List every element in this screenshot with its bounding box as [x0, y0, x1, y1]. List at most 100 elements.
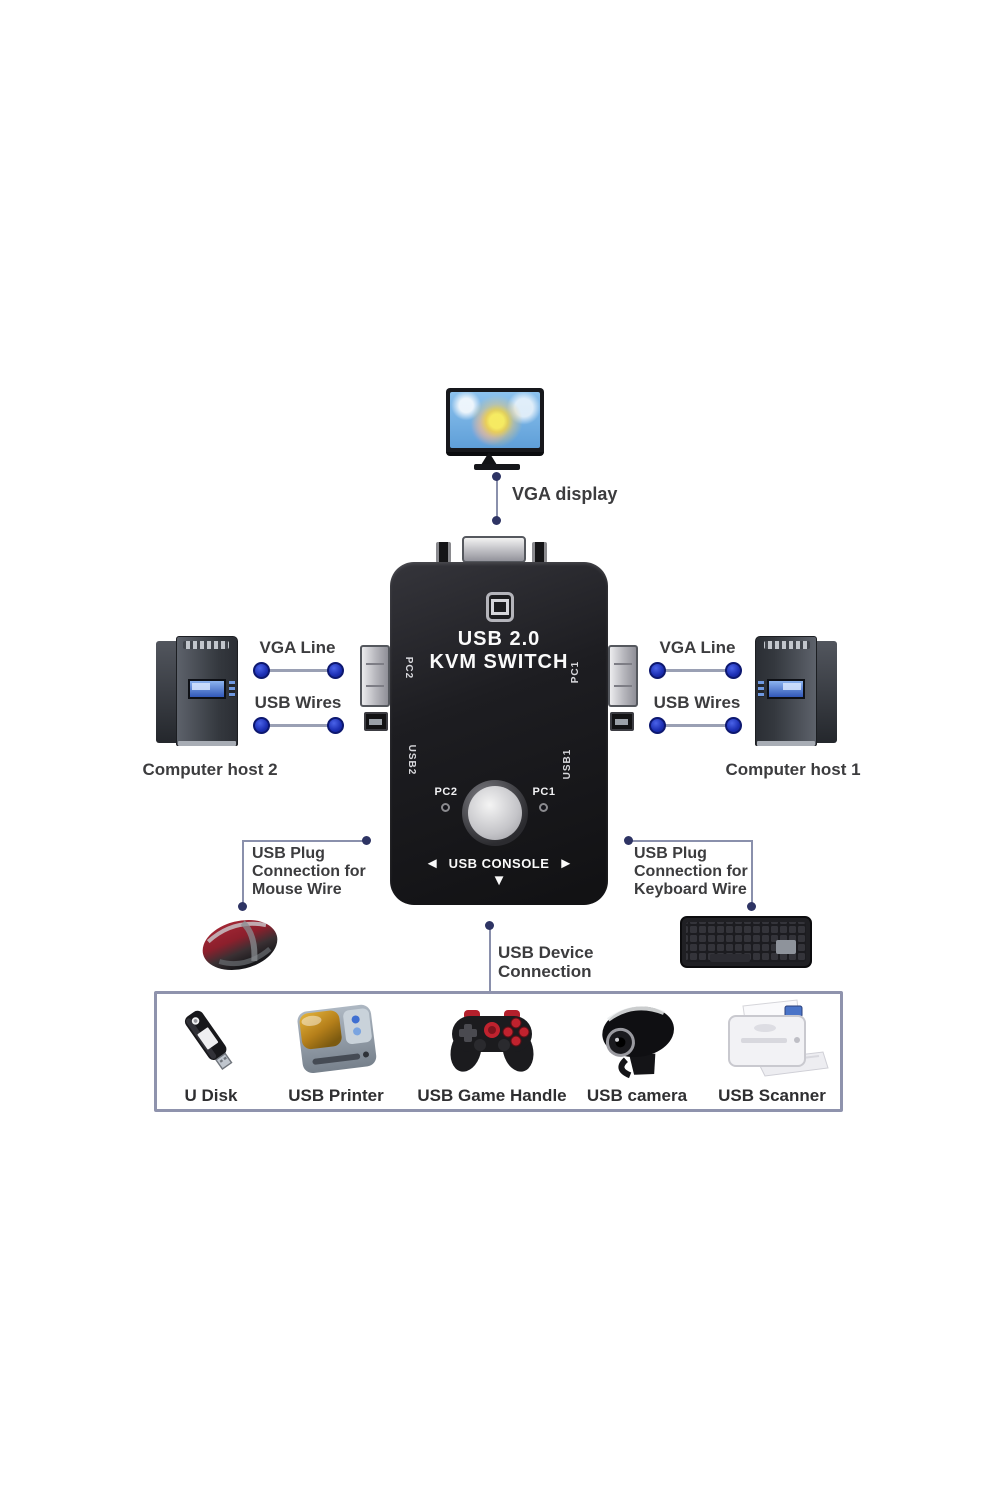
note-line: USB Device: [498, 943, 594, 962]
tower-lcd-screen: [188, 679, 226, 699]
tower-base-strip: [757, 741, 815, 746]
tower-led-strip: [758, 681, 764, 697]
usb-wires-label-right: USB Wires: [653, 693, 741, 712]
connector-dot: [492, 516, 501, 525]
vga-display-label: VGA display: [512, 484, 618, 504]
usb-type-b-icon: [486, 592, 514, 622]
usb-port-tongue: [369, 719, 382, 725]
note-line: Connection for: [634, 863, 748, 880]
cable-plug-dot: [725, 717, 742, 734]
cable-plug-dot: [649, 717, 666, 734]
note-line: Keyboard Wire: [634, 881, 747, 898]
printer-icon: [297, 1004, 377, 1074]
udisk-icon: [184, 1010, 233, 1070]
kvm-title-line1: USB 2.0: [457, 628, 541, 650]
usb-cable-left: [262, 724, 335, 727]
vga-cable-left: [262, 669, 335, 672]
tower-base-strip: [178, 741, 236, 746]
kvm-btn-label-pc2: PC2: [434, 786, 458, 798]
vga-line-label-right: VGA Line: [659, 638, 736, 657]
connector-dot: [485, 921, 494, 930]
pc2-led-indicator: [441, 803, 450, 812]
cable-plug-dot: [327, 662, 344, 679]
connector-dot: [747, 902, 756, 911]
kvm-side-label-pc2: PC2: [403, 656, 414, 680]
cable-plug-dot: [327, 717, 344, 734]
kvm-top-screw-left: [436, 542, 451, 563]
usb-cable-right: [658, 724, 733, 727]
usb-console-row: ◄ USB CONSOLE ►: [390, 856, 608, 871]
note-line: Connection for: [252, 863, 366, 880]
kvm-vga-port-top: [462, 536, 526, 563]
device-label-gamepad: USB Game Handle: [417, 1086, 567, 1105]
kvm-btn-label-pc1: PC1: [532, 786, 556, 798]
kvm-title-line2: KVM SWITCH: [429, 651, 569, 673]
tower-top-ports: [764, 641, 810, 649]
kvm-vga-port-right: [608, 645, 638, 707]
tower-lcd-screen: [767, 679, 805, 699]
kvm-vga-port-left: [360, 645, 390, 707]
note-line: USB Plug: [252, 845, 325, 862]
cable-plug-dot: [725, 662, 742, 679]
computer-host-1-label: Computer host 1: [725, 760, 861, 779]
vga-monitor-icon: [446, 388, 544, 456]
monitor-screen-image: [450, 392, 540, 448]
computer-host-2-label: Computer host 2: [142, 760, 278, 779]
usb-device-note: USB Device Connection: [498, 943, 593, 981]
kvm-side-label-pc1: PC1: [570, 660, 581, 684]
keyboard-note-line-v: [751, 840, 753, 906]
vga-cable-right: [658, 669, 733, 672]
kvm-side-label-usb2: USB2: [406, 744, 417, 776]
keyboard-note-line-h: [629, 840, 753, 842]
tower-front-panel: [755, 636, 817, 746]
kvm-usb-port-right: [610, 712, 634, 731]
device-label-scanner: USB Scanner: [718, 1086, 826, 1105]
screen-highlight: [783, 683, 801, 690]
port-ridge: [366, 663, 384, 665]
port-ridge: [614, 663, 632, 665]
mouse-note-line-h: [242, 840, 367, 842]
usb-type-b-icon-inner: [491, 599, 509, 615]
device-note-line-v: [489, 926, 491, 992]
connector-dot: [362, 836, 371, 845]
cable-plug-dot: [253, 717, 270, 734]
connector-dot: [492, 472, 501, 481]
computer-tower-icon-host2: [156, 636, 240, 748]
port-ridge: [366, 685, 384, 687]
kvm-select-button[interactable]: [468, 786, 522, 840]
note-line: Mouse Wire: [252, 881, 342, 898]
computer-tower-icon-host1: [753, 636, 837, 748]
console-left-arrow-icon: ◄: [424, 855, 440, 872]
tower-top-ports: [183, 641, 229, 649]
camera-icon: [602, 1006, 674, 1079]
tower-front-panel: [176, 636, 238, 746]
note-line: Connection: [498, 962, 592, 981]
monitor-stand: [481, 452, 497, 465]
console-right-arrow-icon: ►: [558, 855, 574, 872]
pc1-led-indicator: [539, 803, 548, 812]
connector-dot: [238, 902, 247, 911]
note-line: USB Plug: [634, 845, 707, 862]
gamepad-icon: [450, 1010, 534, 1072]
port-ridge: [614, 685, 632, 687]
keyboard-icon: [680, 916, 812, 968]
vga-line-label-left: VGA Line: [259, 638, 336, 657]
cable-plug-dot: [253, 662, 270, 679]
device-label-udisk: U Disk: [184, 1086, 238, 1105]
kvm-top-screw-right: [532, 542, 547, 563]
monitor-base: [474, 464, 520, 470]
scanner-icon: [728, 999, 829, 1077]
keyboard-note: USB Plug Connection for Keyboard Wire: [634, 845, 748, 899]
usb-port-tongue: [615, 719, 628, 725]
monitor-connection-line: [496, 477, 498, 521]
tower-led-strip: [229, 681, 235, 697]
console-down-arrow-icon: ▼: [491, 872, 507, 889]
mouse-icon: [202, 919, 278, 971]
device-label-printer: USB Printer: [288, 1086, 384, 1105]
usb-console-label: USB CONSOLE: [448, 856, 550, 871]
kvm-side-label-usb1: USB1: [562, 748, 573, 780]
kvm-usb-port-left: [364, 712, 388, 731]
device-label-camera: USB camera: [586, 1086, 688, 1105]
mouse-note: USB Plug Connection for Mouse Wire: [252, 845, 366, 899]
